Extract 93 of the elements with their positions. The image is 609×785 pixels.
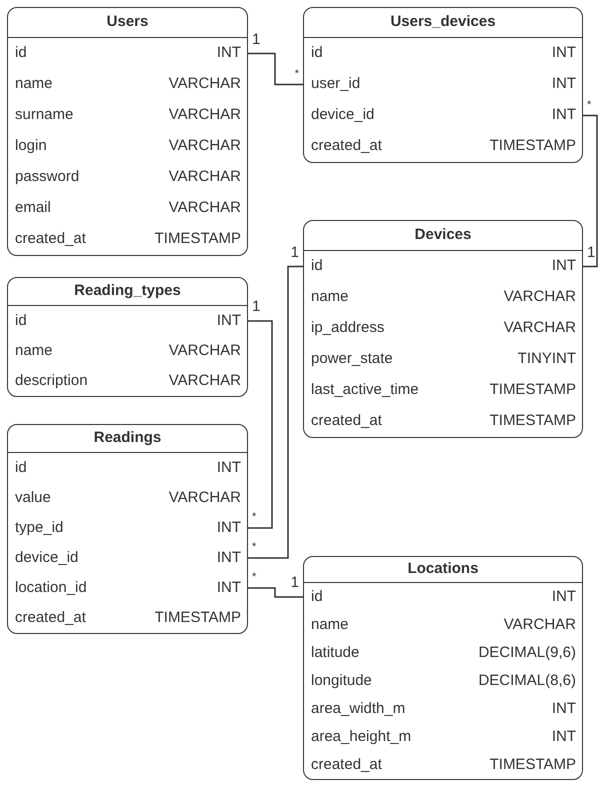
table-box — [7, 277, 248, 397]
table-title: Devices — [414, 225, 472, 246]
relationship-line — [248, 266, 303, 559]
cardinality-label: 1 — [252, 299, 260, 314]
field-type: INT — [552, 586, 576, 607]
field-type: INT — [552, 74, 576, 94]
table-box — [7, 7, 248, 256]
relationship-line — [248, 587, 303, 598]
table-title: Readings — [94, 428, 162, 448]
field-type: VARCHAR — [168, 488, 241, 508]
field-name: area_height_m — [311, 726, 412, 747]
field-name: created_at — [311, 136, 382, 156]
field-type: INT — [216, 458, 241, 478]
field-type: INT — [552, 726, 576, 747]
field-type: VARCHAR — [168, 105, 241, 126]
cardinality-label: 1 — [290, 575, 299, 590]
table-box — [303, 220, 583, 438]
field-name: id — [15, 458, 27, 478]
cardinality-label: * — [252, 512, 256, 523]
field-name: name — [311, 287, 349, 308]
field-name: id — [15, 43, 27, 64]
field-name: type_id — [15, 518, 64, 538]
cardinality-label: * — [252, 572, 256, 583]
field-type: INT — [216, 518, 241, 538]
relationship-line — [583, 114, 598, 268]
field-name: device_id — [311, 105, 374, 126]
field-type: TIMESTAMP — [490, 136, 576, 156]
cardinality-label: 1 — [252, 32, 260, 46]
field-type: VARCHAR — [168, 340, 241, 361]
field-name: surname — [15, 105, 74, 126]
cardinality-label: * — [294, 68, 299, 80]
field-type: VARCHAR — [168, 370, 241, 391]
table-title: Reading_types — [74, 281, 181, 302]
field-type: TINYINT — [518, 349, 576, 370]
field-name: longitude — [311, 670, 372, 691]
field-type: TIMESTAMP — [154, 229, 241, 250]
field-name: ip_address — [311, 318, 384, 338]
field-type: INT — [552, 256, 576, 276]
field-type: TIMESTAMP — [154, 608, 241, 628]
field-type: TIMESTAMP — [490, 411, 576, 432]
field-name: latitude — [311, 642, 360, 663]
cardinality-label: * — [252, 542, 256, 553]
field-name: area_width_m — [311, 698, 406, 719]
field-name: device_id — [15, 548, 78, 568]
table-box — [7, 424, 248, 634]
field-type: VARCHAR — [504, 318, 576, 338]
field-name: id — [311, 586, 323, 607]
field-type: INT — [552, 105, 576, 126]
relationship-line — [248, 52, 303, 86]
table-box — [303, 7, 583, 163]
relationship-line — [248, 320, 273, 529]
field-type: INT — [216, 310, 241, 331]
field-name: login — [15, 136, 47, 156]
cardinality-label: * — [587, 100, 592, 110]
field-name: value — [15, 488, 51, 508]
field-name: id — [311, 43, 323, 64]
table-title: Users_devices — [390, 12, 496, 32]
field-name: id — [15, 310, 27, 331]
field-name: description — [15, 370, 88, 391]
table-title: Users — [106, 12, 148, 32]
field-type: TIMESTAMP — [490, 754, 576, 775]
field-type: INT — [552, 698, 576, 719]
field-name: id — [311, 256, 323, 276]
field-name: email — [15, 198, 51, 218]
field-name: created_at — [15, 608, 86, 628]
table-title: Locations — [408, 559, 478, 580]
field-type: DECIMAL(9,6) — [478, 642, 576, 663]
field-name: name — [15, 340, 53, 361]
field-type: VARCHAR — [168, 74, 241, 94]
field-name: created_at — [311, 411, 382, 432]
table-box — [303, 556, 583, 780]
field-type: VARCHAR — [504, 614, 576, 635]
field-type: VARCHAR — [168, 167, 241, 188]
field-name: password — [15, 167, 80, 188]
field-type: VARCHAR — [168, 198, 241, 218]
field-type: INT — [216, 43, 241, 64]
field-name: power_state — [311, 349, 393, 370]
field-type: INT — [552, 43, 576, 64]
field-type: TIMESTAMP — [490, 380, 576, 400]
field-name: name — [311, 614, 349, 635]
field-name: created_at — [311, 754, 382, 775]
field-name: user_id — [311, 74, 360, 94]
field-name: last_active_time — [311, 380, 419, 400]
cardinality-label: 1 — [587, 244, 596, 260]
field-type: INT — [216, 548, 241, 568]
field-type: DECIMAL(8,6) — [478, 670, 576, 691]
field-name: created_at — [15, 229, 86, 250]
cardinality-label: 1 — [290, 244, 299, 260]
field-name: name — [15, 74, 53, 94]
field-name: location_id — [15, 578, 87, 598]
field-type: INT — [216, 578, 241, 598]
field-type: VARCHAR — [168, 136, 241, 156]
field-type: VARCHAR — [504, 287, 576, 308]
